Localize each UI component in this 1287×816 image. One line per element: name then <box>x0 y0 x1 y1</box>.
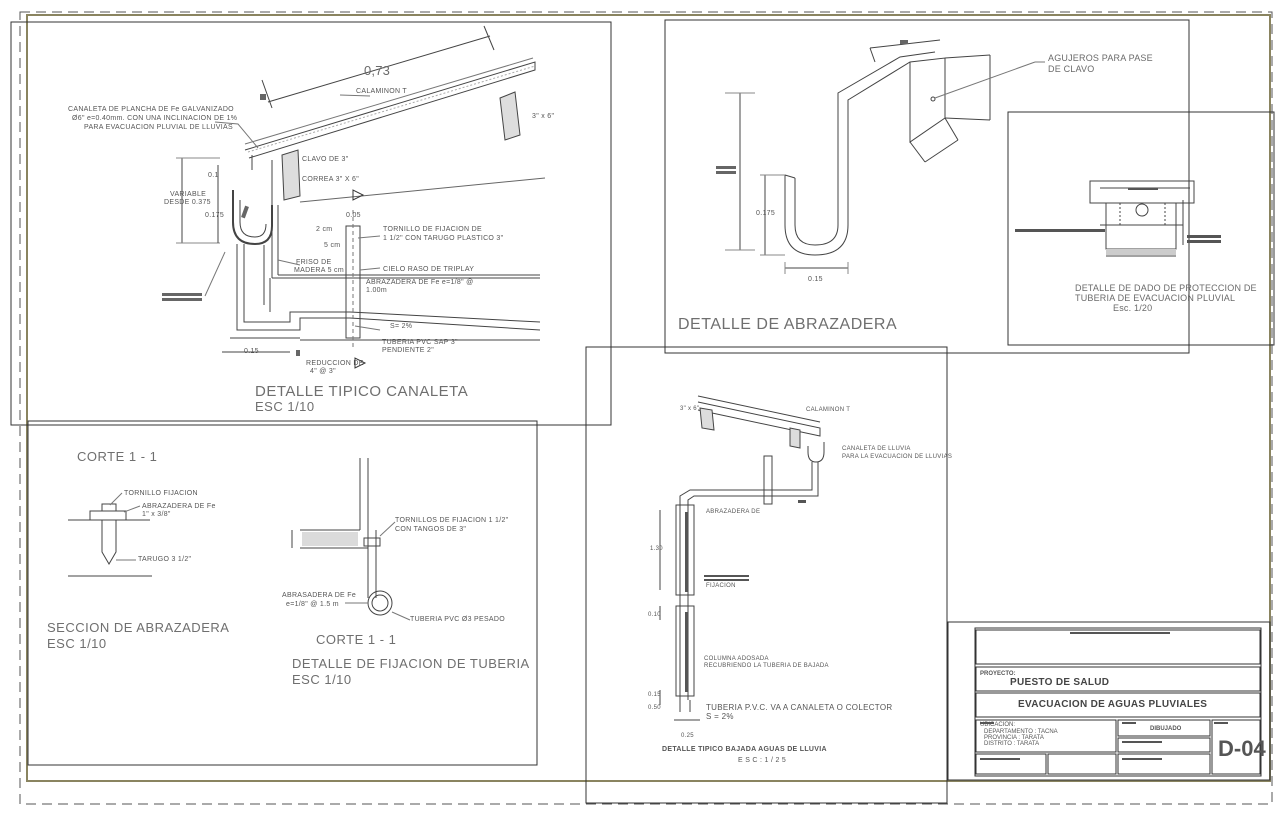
tb-ubicacion-label: UBICACION: <box>980 722 1016 728</box>
fijacion-hatch <box>302 532 358 546</box>
abrazadera-title: DETALLE DE ABRAZADERA <box>678 316 898 333</box>
canaleta-note-1: CANALETA DE PLANCHA DE Fe GALVANIZADO <box>68 106 234 113</box>
abrazadera-drawing <box>725 39 1045 274</box>
fijacion-title: DETALLE DE FIJACION DE TUBERIA <box>292 656 530 671</box>
seccion-title: SECCION DE ABRAZADERA <box>47 620 230 635</box>
canaleta-tuberia-1: TUBERIA PVC SAP 3" <box>382 339 458 346</box>
canaleta-tornillo-1: TORNILLO DE FIJACION DE <box>383 226 482 233</box>
dado-title-2: TUBERIA DE EVACUACION PLUVIAL <box>1075 293 1236 303</box>
canaleta-friso-2: MADERA 5 cm <box>294 267 344 274</box>
bajada-canaleta-label-2: PARA LA EVACUACION DE LLUVIAS <box>842 454 953 460</box>
canaleta-dim-01: 0.1 <box>208 172 219 179</box>
canaleta-variable-2: DESDE 0.375 <box>164 199 211 206</box>
canaleta-scale: ESC 1/10 <box>255 399 315 414</box>
fijacion-abrasadera-1: ABRASADERA DE Fe <box>282 592 357 599</box>
dado-title-1: DETALLE DE DADO DE PROTECCION DE <box>1075 283 1257 293</box>
abrazadera-dim-015: 0.15 <box>808 276 823 283</box>
bajada-columna-1: COLUMNA ADOSADA <box>704 656 769 662</box>
tb-proyecto-label: PROYECTO: <box>980 671 1016 677</box>
fijacion-scale: ESC 1/10 <box>292 672 352 687</box>
fijacion-tornillos-1: TORNILLOS DE FIJACION 1 1/2" <box>395 517 509 524</box>
seccion-tornillo-label: TORNILLO FIJACION <box>124 490 198 497</box>
bajada-dim-010: 0.10 <box>648 612 661 618</box>
title-block-marks <box>980 632 1228 760</box>
canaleta-pendiente: S= 2% <box>390 323 413 330</box>
bajada-madera-label: 3" x 6" <box>680 406 700 412</box>
seccion-abrazadera-label: ABRAZADERA DE Fe <box>142 503 216 510</box>
dado-drawing <box>1089 180 1195 257</box>
canaleta-reduccion-2: 4" @ 3" <box>310 368 336 375</box>
canaleta-dim-015: 0.15 <box>244 348 259 355</box>
fijacion-drawing <box>291 458 411 621</box>
canaleta-clavo-label: CLAVO DE 3" <box>302 156 349 163</box>
canaleta-title: DETALLE TIPICO CANALETA <box>255 383 469 400</box>
sheet-dashed-border <box>19 11 1273 805</box>
tb-provincia: PROVINCIA : TARATA <box>984 735 1044 741</box>
dado-hatches <box>1015 188 1221 255</box>
seccion-drawing <box>68 492 152 577</box>
canaleta-dim-2cm: 2 cm <box>316 226 333 233</box>
dado-scale: Esc. 1/20 <box>1113 303 1153 313</box>
seccion-corte-label: CORTE 1 - 1 <box>77 449 158 464</box>
bajada-abrazadera-label: ABRAZADERA DE <box>706 509 761 515</box>
fijacion-tornillos-2: CON TANGOS DE 3" <box>395 526 467 533</box>
tb-sheet-name: DIBUJADO <box>1150 726 1182 732</box>
canaleta-friso-1: FRISO DE <box>296 259 332 266</box>
bajada-tuberia-label: TUBERIA P.V.C. VA A CANALETA O COLECTOR <box>706 703 893 712</box>
abrazadera-dim-0175: 0.175 <box>756 210 776 217</box>
abrazadera-agujeros-2: DE CLAVO <box>1048 64 1095 74</box>
bajada-dim-015: 0.15 <box>648 692 661 698</box>
fijacion-corte-label: CORTE 1 - 1 <box>316 632 397 647</box>
canaleta-dim-5cm: 5 cm <box>324 242 341 249</box>
canaleta-tuberia-2: PENDIENTE 2" <box>382 347 434 354</box>
tb-code: D-04 <box>1218 736 1266 761</box>
canaleta-note-3: PARA EVACUACION PLUVIAL DE LLUVIAS <box>84 124 233 131</box>
seccion-abrazadera-label-2: 1" x 3/8" <box>142 511 171 518</box>
canaleta-abrazadera-1: ABRAZADERA DE Fe e=1/8" @ <box>366 279 474 286</box>
tb-departamento: DEPARTAMENTO : TACNA <box>984 729 1058 735</box>
fijacion-tuberia-label: TUBERIA PVC Ø3 PESADO <box>410 616 505 623</box>
viewport-frames <box>10 19 1275 804</box>
canaleta-abrazadera-2: 1.00m <box>366 287 387 294</box>
canaleta-tornillo-2: 1 1/2" CON TARUGO PLASTICO 3" <box>383 235 504 242</box>
tb-proyecto: PUESTO DE SALUD <box>1010 677 1110 688</box>
canaleta-dim-top: 0,73 <box>364 63 391 78</box>
bajada-calamina-label: CALAMINON T <box>806 407 851 413</box>
bajada-pendiente-label: S = 2% <box>706 712 734 721</box>
bajada-hatches <box>685 500 806 692</box>
seccion-scale: ESC 1/10 <box>47 636 107 651</box>
tb-plano: EVACUACION DE AGUAS PLUVIALES <box>1018 699 1208 710</box>
fijacion-abrasadera-2: e=1/8" @ 1.5 m <box>286 601 339 608</box>
canaleta-reduccion-1: REDUCCION DE <box>306 360 364 367</box>
canaleta-cielo-label: CIELO RASO DE TRIPLAY <box>383 266 475 273</box>
sheet-frame <box>26 14 1271 782</box>
canaleta-calamina-label: CALAMINON T <box>356 88 408 95</box>
canaleta-correa-label: CORREA 3" X 6" <box>302 176 360 183</box>
bajada-dim-050: 0.50 <box>648 705 661 711</box>
bajada-canaleta-label: CANALETA DE LLUVIA <box>842 446 911 452</box>
abrazadera-hatches <box>716 40 908 174</box>
bajada-fijacion-label: FIJACION <box>706 583 736 589</box>
bajada-dim-130: 1.30 <box>650 546 663 552</box>
canaleta-dim-005: 0.05 <box>346 212 361 219</box>
bajada-drawing <box>659 395 825 721</box>
canaleta-dim-0175: 0.175 <box>205 212 225 219</box>
bajada-dim-025: 0.25 <box>681 733 694 739</box>
abrazadera-agujeros-1: AGUJEROS PARA PASE <box>1048 53 1153 63</box>
bajada-scale: E S C : 1 / 2 5 <box>738 757 787 764</box>
canaleta-variable-1: VARIABLE <box>170 191 207 198</box>
title-block-frame <box>947 621 1271 781</box>
bajada-title: DETALLE TIPICO BAJADA AGUAS DE LLUVIA <box>662 746 827 753</box>
canaleta-note-2: Ø6" e=0.40mm. CON UNA INCLINACION DE 1% <box>72 115 238 122</box>
canaleta-hatches <box>162 94 367 369</box>
canaleta-madera-label: 3" x 6" <box>532 113 555 120</box>
bajada-columna-2: RECUBRIENDO LA TUBERIA DE BAJADA <box>704 663 829 669</box>
canaleta-drawing <box>176 25 546 353</box>
tb-distrito: DISTRITO : TARATA <box>984 741 1040 747</box>
seccion-tarugo-label: TARUGO 3 1/2" <box>138 556 192 563</box>
